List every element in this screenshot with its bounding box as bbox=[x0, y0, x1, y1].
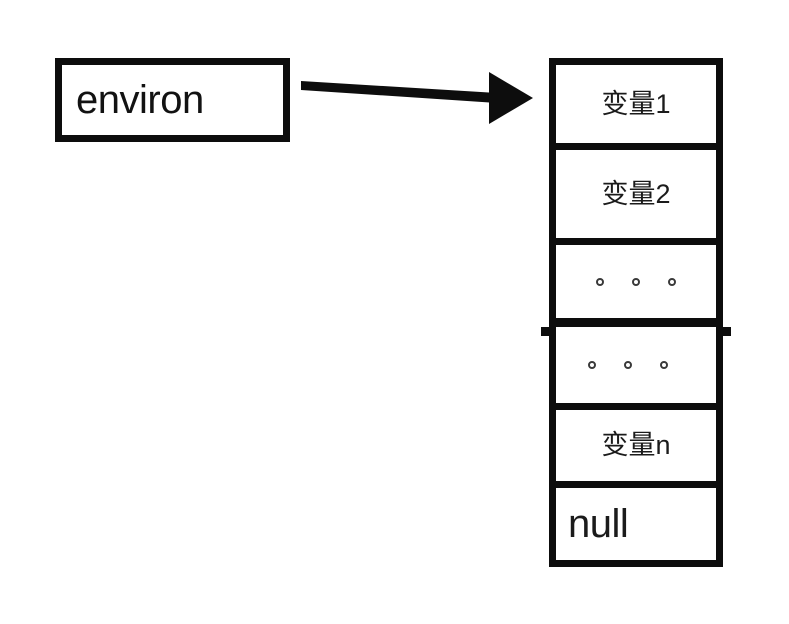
environment-variable-array: 变量1 变量2 变量n null bbox=[549, 58, 723, 567]
env-array-cell-ellipsis-upper bbox=[556, 245, 716, 327]
env-array-cell-variable-2: 变量2 bbox=[556, 150, 716, 245]
ellipsis-dots-icon bbox=[596, 277, 676, 286]
ellipsis-dot-icon bbox=[668, 277, 676, 286]
ellipsis-dot-icon bbox=[588, 361, 596, 369]
divider-overhang-left bbox=[541, 327, 553, 336]
env-array-cell-label: 变量1 bbox=[601, 88, 671, 119]
env-array-cell-label: 变量n bbox=[601, 430, 671, 460]
ellipsis-dot-icon bbox=[624, 361, 632, 369]
ellipsis-dot-icon bbox=[596, 277, 604, 286]
environ-pointer-label: environ bbox=[76, 78, 204, 122]
env-array-cell-label: null bbox=[568, 502, 629, 546]
env-array-cell-ellipsis-lower bbox=[556, 327, 716, 410]
env-array-cell-variable-n: 变量n bbox=[556, 410, 716, 488]
env-array-cell-variable-1: 变量1 bbox=[556, 65, 716, 150]
env-array-cell-null-terminator: null bbox=[556, 488, 716, 560]
divider-overhang-right bbox=[719, 327, 731, 336]
env-array-cell-label: 变量2 bbox=[601, 178, 671, 209]
environ-pointer-box: environ bbox=[55, 58, 290, 142]
ellipsis-dots-icon bbox=[588, 361, 668, 369]
arrow-shaft-icon bbox=[301, 81, 497, 103]
ellipsis-dot-icon bbox=[660, 361, 668, 369]
arrow-head-icon bbox=[489, 72, 533, 124]
ellipsis-dot-icon bbox=[632, 277, 640, 286]
